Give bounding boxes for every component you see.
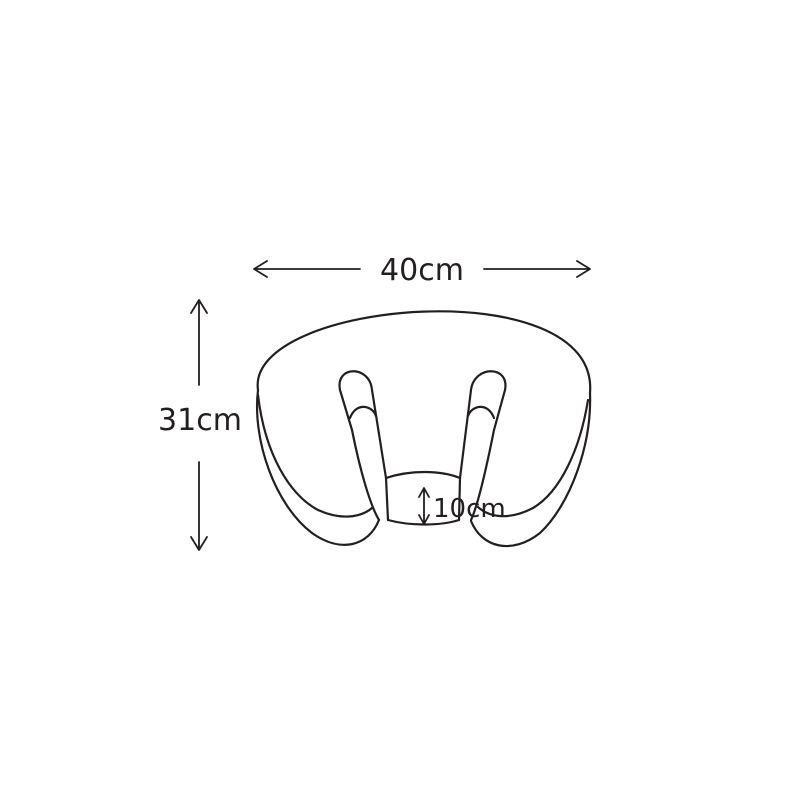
- width-dimension: 40cm: [253, 253, 591, 288]
- pillow-right-arm: [457, 370, 507, 522]
- pillow-left-inner-seam: [256, 393, 374, 518]
- width-label: 40cm: [380, 253, 464, 288]
- opening-arrow: [418, 487, 430, 525]
- width-arrow-right: [483, 260, 591, 278]
- pillow-left-arm: [338, 370, 390, 522]
- pillow-center-opening: [384, 470, 462, 480]
- height-dimension: 31cm: [158, 299, 242, 551]
- pillow-right-shell: [469, 391, 592, 548]
- pillow-right-inner-seam: [476, 398, 590, 518]
- opening-label: 10cm: [433, 494, 506, 524]
- height-arrow-top: [190, 299, 208, 386]
- pillow-left-shell: [256, 388, 381, 546]
- opening-dimension: 10cm: [418, 487, 506, 525]
- pillow-outer-top: [256, 310, 592, 395]
- width-arrow-left: [253, 260, 361, 278]
- height-label: 31cm: [158, 403, 242, 438]
- height-arrow-bottom: [190, 461, 208, 551]
